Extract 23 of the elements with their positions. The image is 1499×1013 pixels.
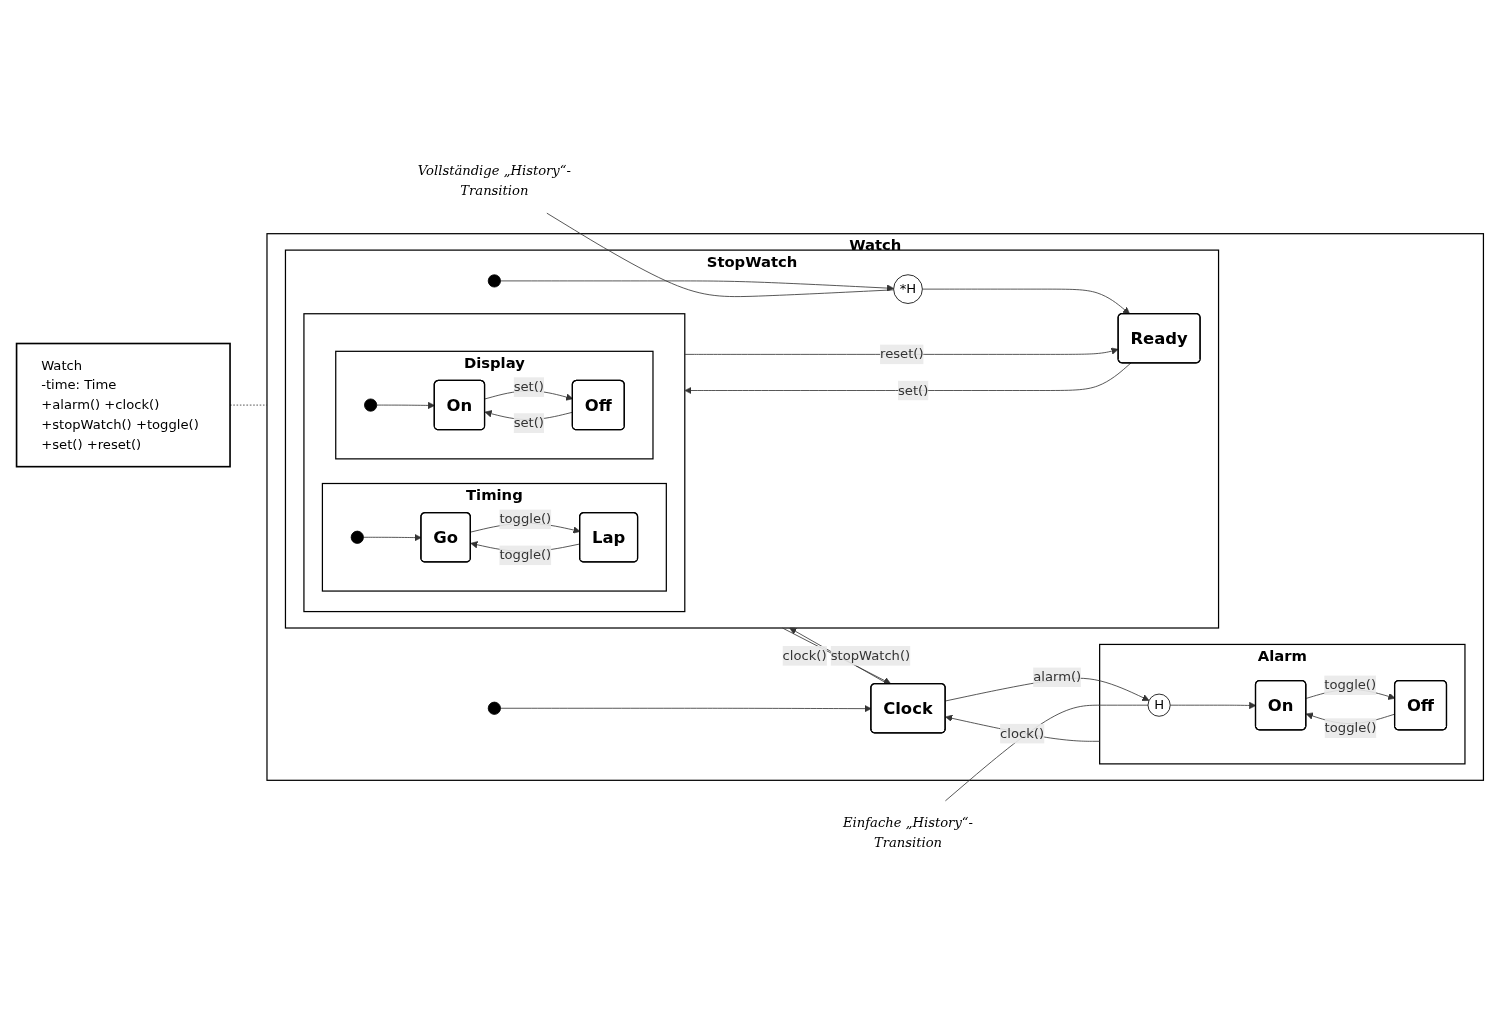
- edge-label: alarm(): [1032, 668, 1081, 685]
- edge-label: set(): [897, 381, 928, 398]
- edge-label: clock(): [782, 647, 827, 663]
- connector: [545, 212, 894, 297]
- edge-label: toggle(): [1323, 676, 1376, 693]
- edge-label: reset(): [879, 345, 924, 362]
- node-box: Watch -time: Time +alarm() +clock() +stopWatch() +toggle() +set() +reset(): [15, 342, 231, 467]
- node-circle: [350, 530, 364, 544]
- edge-label: toggle(): [1324, 719, 1376, 735]
- edge-label: set(): [513, 414, 544, 430]
- edge-label: clock(): [999, 724, 1044, 741]
- node-text: Vollständige „History“-Transition: [417, 162, 571, 198]
- edge-label: stopWatch(): [830, 647, 910, 663]
- node-circle: [363, 398, 377, 412]
- cluster: [302, 312, 685, 612]
- node-text: Einfache „History“-Transition: [842, 814, 973, 850]
- node-circle: *H: [892, 273, 923, 304]
- node-circle: H: [1147, 693, 1171, 717]
- edge-label: toggle(): [498, 546, 551, 563]
- node-circle: [487, 273, 501, 287]
- node-circle: [487, 701, 501, 715]
- edge-label: toggle(): [498, 510, 551, 527]
- edge-label: set(): [513, 378, 544, 395]
